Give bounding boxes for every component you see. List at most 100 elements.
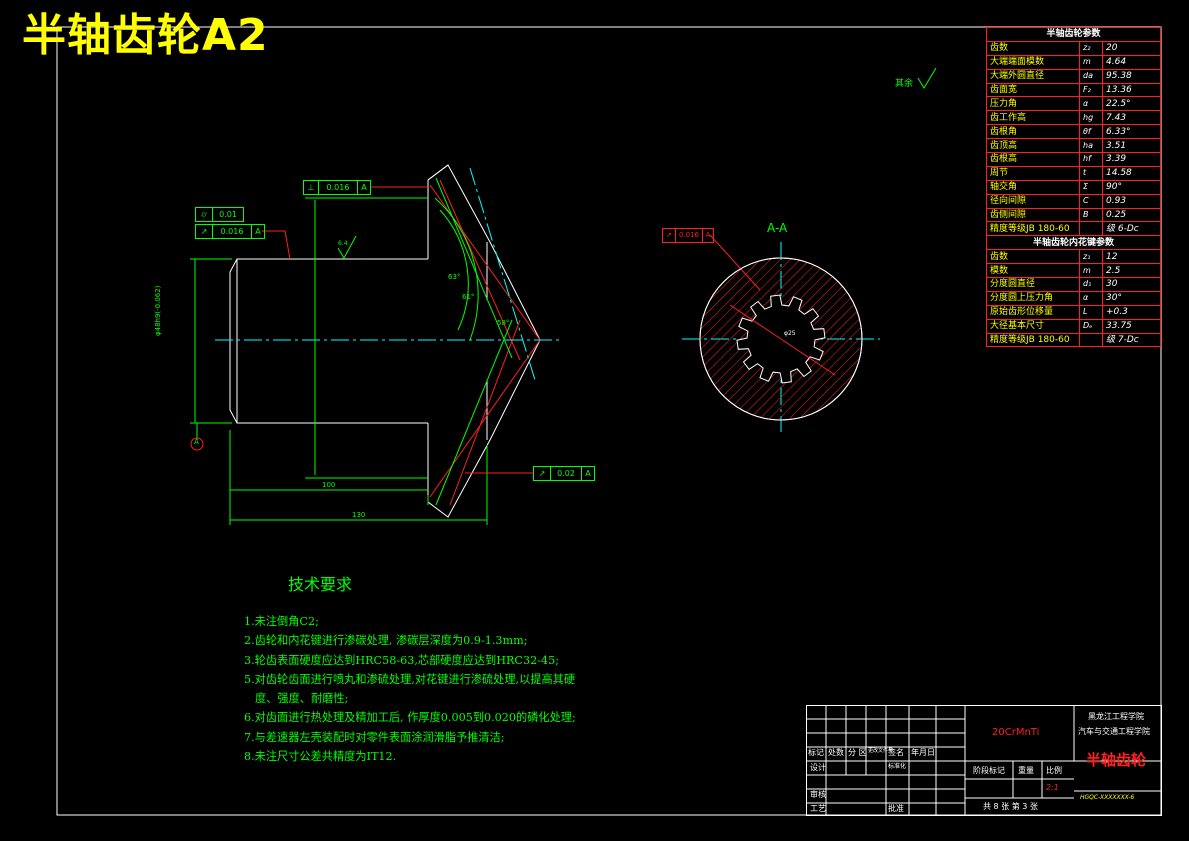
section-frame-value: 0.016 — [676, 229, 703, 242]
title-block-drawing-no: HGQC-XXXXXXX-6 — [1080, 794, 1135, 801]
pitch-cone-lines — [429, 179, 541, 506]
param-name: 分度圆直径 — [986, 277, 1080, 292]
revision-header: 处数 — [828, 748, 844, 757]
param-name: 齿侧间隙 — [986, 207, 1080, 223]
param-name: 齿根角 — [986, 124, 1080, 140]
roughness-symbol-note — [917, 67, 937, 89]
tolerance-frame-section: ↗ 0.016 A — [662, 228, 714, 243]
param-name: 原始齿形位移量 — [986, 304, 1080, 320]
tech-requirement-item: 5.对齿轮齿面进行喷丸和渗硫处理,对花键进行渗硫处理,以提高其硬 — [244, 672, 576, 686]
param-sym: B — [1079, 207, 1103, 223]
title-block-review: 审核 — [810, 790, 826, 799]
perp-datum: A — [361, 183, 367, 192]
param-val: +0.3 — [1102, 304, 1161, 320]
param-name: 齿工作高 — [986, 110, 1080, 126]
param-sym: da — [1079, 68, 1103, 84]
title-block-designer: 设计 — [810, 763, 826, 772]
tech-requirement-item: 6.对齿面进行热处理及精加工后, 作厚度0.005到0.020的磷化处理; — [244, 711, 576, 725]
title-block-stage: 阶段标记 — [973, 766, 1005, 775]
param-section-title: 半轴齿轮内花键参数 — [986, 235, 1161, 251]
runout-bottom-value: 0.02 — [551, 467, 582, 480]
runout-bottom-symbol: ↗ — [534, 467, 551, 480]
param-val: 2.5 — [1102, 263, 1161, 279]
revision-header: 标记 — [808, 748, 824, 757]
param-val: 3.39 — [1102, 152, 1161, 167]
roughness-note: 其余 — [895, 79, 914, 89]
param-sym: F₂ — [1079, 82, 1103, 98]
tech-requirement-item: 度、强度、耐磨性; — [255, 692, 349, 706]
title-block-material: 20CrMnTi — [992, 727, 1040, 738]
param-val: 6.33° — [1102, 124, 1161, 140]
dim-angle-3: 58° — [497, 319, 510, 327]
title-block-sheet-info: 共 8 张 第 3 张 — [983, 802, 1038, 811]
title-block-department: 汽车与交通工程学院 — [1078, 727, 1150, 736]
param-sym: Σ — [1079, 179, 1103, 195]
param-sym — [1079, 332, 1103, 348]
dim-length-long: 130 — [352, 511, 366, 519]
param-sym — [1079, 221, 1103, 237]
runout-bottom-datum: A — [585, 469, 591, 478]
param-val: 0.93 — [1102, 193, 1161, 209]
param-val: 7.43 — [1102, 110, 1161, 126]
param-name: 齿根高 — [986, 152, 1080, 167]
datum-a-circle — [190, 437, 204, 451]
param-val: 14.58 — [1102, 165, 1161, 181]
title-block-school: 黑龙江工程学院 — [1088, 712, 1144, 721]
param-val: 30 — [1102, 277, 1161, 292]
perp-symbol: ⊥ — [304, 181, 319, 194]
param-val: 13.36 — [1102, 82, 1161, 98]
revision-header: 年月日 — [911, 748, 935, 757]
roughness-value: 6.4 — [338, 240, 348, 247]
dim-diameter-left: φ48h9(-0.062) — [154, 285, 162, 336]
gear-side-view — [229, 164, 541, 518]
runout-left-value: 0.016 — [213, 225, 252, 238]
title-block-weight: 重量 — [1018, 766, 1034, 775]
param-val: 0.25 — [1102, 207, 1161, 223]
cyl-value: 0.01 — [219, 210, 237, 219]
param-name: 齿顶高 — [986, 138, 1080, 154]
param-name: 大端外圆直径 — [986, 68, 1080, 84]
title-block-scale-label: 比例 — [1046, 766, 1062, 775]
param-name: 齿数 — [986, 249, 1080, 265]
param-sym: ha — [1079, 138, 1103, 154]
section-frame-datum: A — [705, 231, 711, 239]
section-frame-symbol: ↗ — [663, 229, 676, 242]
param-sym: z₂ — [1079, 40, 1103, 56]
revision-header: 更改文件号 — [868, 748, 894, 754]
tech-requirement-item: 8.未注尺寸公差共精度为IT12. — [244, 750, 397, 764]
param-name: 大径基本尺寸 — [986, 318, 1080, 334]
tech-requirements-title: 技术要求 — [288, 575, 353, 594]
param-name: 精度等级JB 180-60 — [986, 221, 1080, 237]
title-block — [806, 705, 1162, 816]
title-block-approve: 批准 — [888, 804, 904, 813]
dimension-lines — [190, 197, 488, 525]
param-sym: hf — [1079, 152, 1103, 167]
title-block-standard: 标准化 — [888, 763, 907, 770]
param-name: 分度圆上压力角 — [986, 290, 1080, 306]
param-val: 3.51 — [1102, 138, 1161, 154]
gear-inner-upper — [427, 164, 449, 181]
revision-header: 分 区 — [848, 748, 867, 757]
tolerance-frame-runout-left: ↗ 0.016 A — [195, 224, 265, 239]
title-block-revision-headers: 标记处数分 区更改文件号签名年月日 — [806, 749, 965, 762]
dedendum-lines — [434, 177, 513, 506]
param-val: 95.38 — [1102, 68, 1161, 84]
title-block-scale: 2:1 — [1046, 783, 1059, 792]
title-block-process: 工艺 — [810, 804, 826, 813]
tolerance-frame-perp: ⊥ 0.016 A — [303, 180, 371, 195]
param-val: 12 — [1102, 249, 1161, 265]
